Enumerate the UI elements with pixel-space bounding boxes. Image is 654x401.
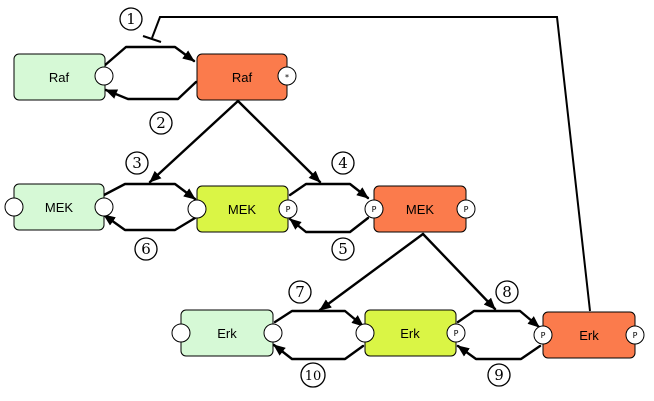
- site-raf-active: [277, 66, 297, 86]
- edge-raf-activation: [102, 45, 196, 68]
- label-raf-active: Raf: [232, 70, 253, 85]
- site-mek-left: [4, 197, 24, 217]
- svg-text:9: 9: [494, 366, 504, 384]
- label-mek-p: MEK: [228, 202, 257, 217]
- edge-mek-dephos1: [102, 213, 197, 232]
- step-7: 7: [288, 280, 312, 304]
- label-erk-pp: Erk: [579, 328, 599, 343]
- label-mek-pp-site1: P: [372, 205, 377, 214]
- site-mek-p-left: [187, 199, 207, 219]
- site-mek-right: [94, 197, 114, 217]
- edge-erk-phos1: [273, 309, 365, 328]
- label-erk-p-site: P: [454, 329, 459, 338]
- svg-text:1: 1: [126, 10, 136, 28]
- inhibition-bar: [142, 35, 162, 43]
- svg-text:7: 7: [295, 283, 305, 301]
- svg-text:5: 5: [338, 240, 348, 258]
- label-erk-pp-site1: P: [541, 331, 546, 340]
- edge-raf-deactivation: [104, 80, 198, 101]
- label-mek-pp-site2: P: [464, 205, 469, 214]
- label-mek-p-site: P: [286, 205, 291, 214]
- site-erk-right: [263, 323, 283, 343]
- site-erk-p-right: [446, 323, 466, 343]
- step-9: 9: [487, 363, 511, 387]
- label-erk-pp-site2: P: [633, 331, 638, 340]
- svg-text:8: 8: [502, 283, 512, 301]
- edge-erk-dephos2: [456, 344, 542, 361]
- edge-mek-dephos2: [288, 216, 370, 234]
- edge-raf-to-step4: [236, 99, 322, 184]
- step-10: 10: [300, 362, 326, 388]
- site-erk-pp-left: [533, 325, 553, 345]
- svg-text:6: 6: [141, 240, 151, 258]
- svg-text:3: 3: [132, 154, 142, 172]
- step-3: 3: [125, 151, 149, 175]
- step-8: 8: [495, 280, 519, 304]
- svg-text:4: 4: [338, 154, 348, 172]
- site-raf: [94, 66, 114, 86]
- label-mek-pp: MEK: [406, 202, 435, 217]
- edge-raf-to-step3: [148, 99, 240, 184]
- site-erk-pp-right: [625, 325, 645, 345]
- label-star-site: *: [285, 73, 289, 82]
- site-mek-pp-left: [364, 199, 384, 219]
- label-erk: Erk: [217, 326, 237, 341]
- step-1: 1: [119, 7, 143, 31]
- feedback-inhibition-line: [151, 16, 591, 312]
- label-erk-p: Erk: [400, 326, 420, 341]
- step-2: 2: [149, 111, 173, 135]
- site-mek-p-right: [278, 199, 298, 219]
- label-raf: Raf: [49, 70, 70, 85]
- edge-mek-to-step7: [318, 232, 425, 312]
- svg-text:2: 2: [156, 114, 166, 132]
- edge-mek-phos1: [102, 182, 197, 201]
- step-5: 5: [331, 237, 355, 261]
- edge-mek-to-step8: [421, 232, 497, 311]
- svg-text:10: 10: [305, 369, 322, 384]
- edge-erk-dephos1: [272, 343, 365, 361]
- edge-mek-phos2: [288, 182, 370, 200]
- step-6: 6: [134, 237, 158, 261]
- label-mek: MEK: [45, 200, 74, 215]
- step-4: 4: [331, 151, 355, 175]
- edge-erk-phos2: [456, 309, 541, 329]
- site-erk-left: [171, 323, 191, 343]
- site-mek-pp-right: [456, 199, 476, 219]
- site-erk-p-left: [355, 323, 375, 343]
